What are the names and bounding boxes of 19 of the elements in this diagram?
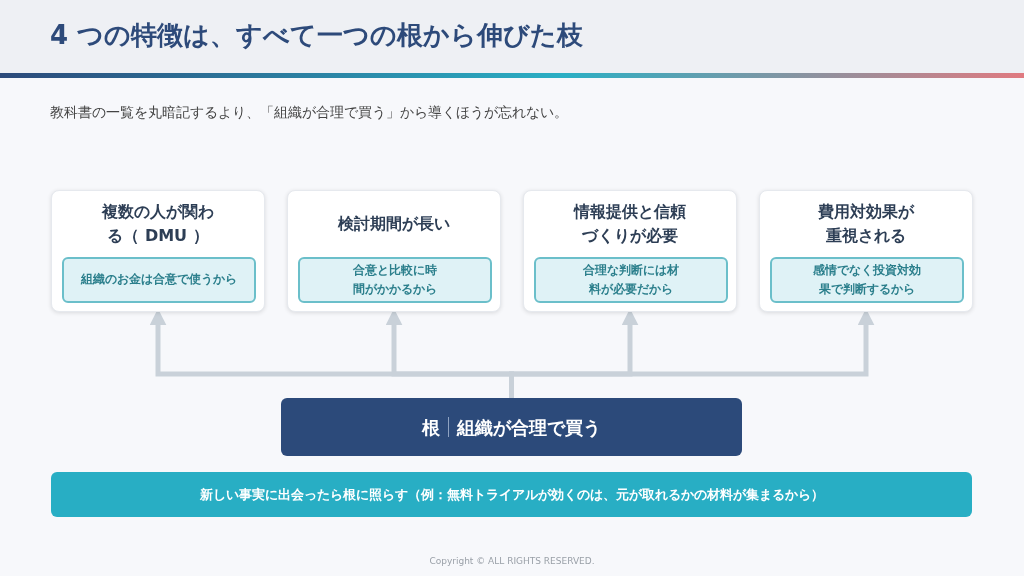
card-heading: 検討期間が長い (337, 213, 451, 235)
subtitle: 教科書の一覧を丸暗記するより、「組織が合理で買う」から導くほうが忘れない。 (50, 103, 568, 122)
feature-card (51, 190, 265, 312)
root-text: 根 (422, 415, 440, 440)
feature-card (759, 190, 973, 312)
feature-card (287, 190, 501, 312)
reason-box: 合理な判断には材料が必要だから (534, 257, 728, 303)
root-box (281, 398, 742, 456)
copyright: Copyright © ALL RIGHTS RESERVED. (428, 555, 596, 568)
reason-box: 合意と比較に時間がかかるから (298, 257, 492, 303)
note-bar: 新しい事実に出会ったら根に照らす（例：無料トライアルが効くのは、元が取れるかの材料が集まるから） (51, 472, 972, 517)
title: 4 つの特徴は、すべて一つの根から伸びた枝 (50, 19, 584, 52)
card-heading: 費用対効果が重視される (817, 201, 916, 247)
card-heading: 複数の人が関わる（ DMU ） (100, 201, 215, 247)
feature-card (523, 190, 737, 312)
card-heading: 情報提供と信頼づくりが必要 (572, 201, 687, 247)
root-text: 組織が合理で買う (457, 415, 601, 440)
reason-box: 組織のお金は合意で使うから (62, 257, 256, 303)
reason-box: 感情でなく投資対効果で判断するから (770, 257, 964, 303)
